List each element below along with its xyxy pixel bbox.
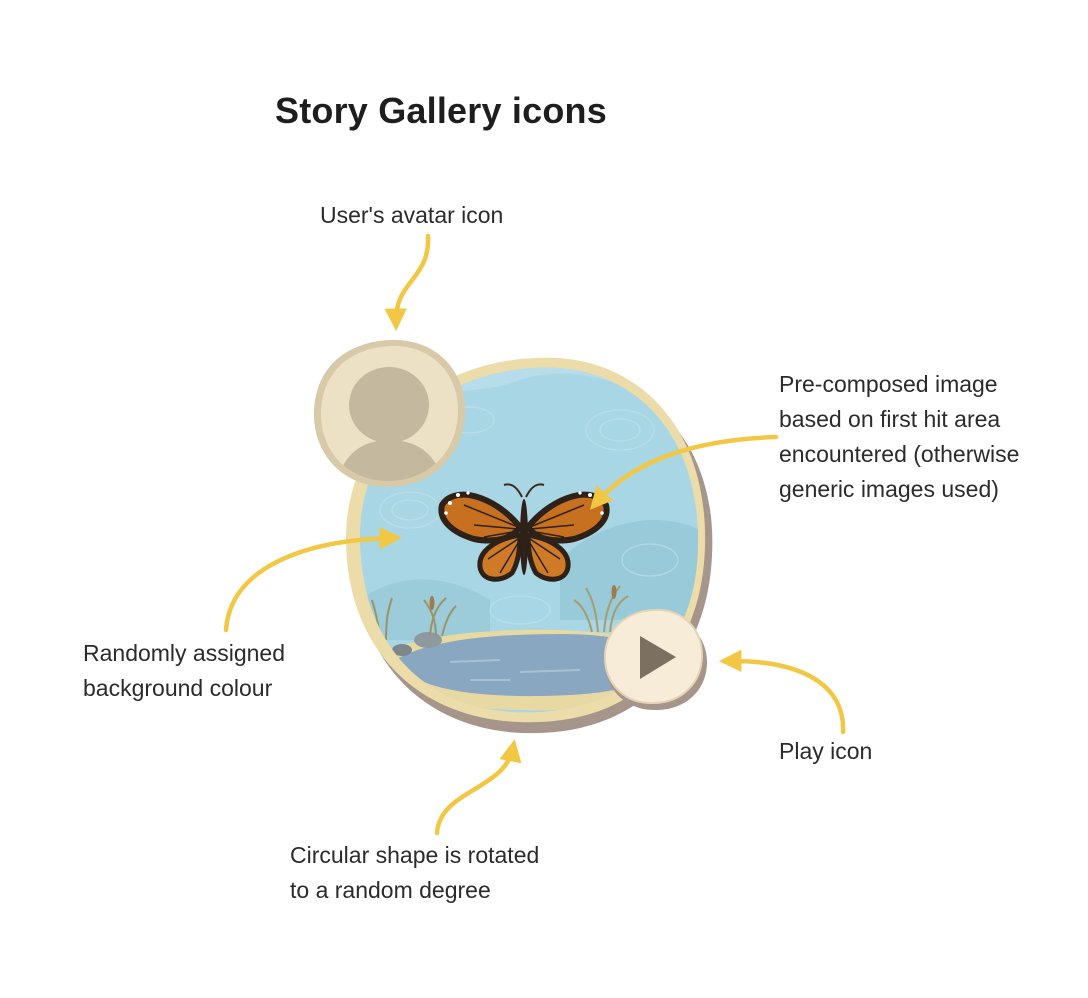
annotation-background-line: background colour xyxy=(83,675,273,701)
reed-head xyxy=(429,596,435,610)
play-icon[interactable] xyxy=(603,608,707,711)
rock xyxy=(414,632,442,648)
annotation-arrows xyxy=(223,233,846,836)
reed-head xyxy=(611,585,617,599)
rock xyxy=(392,644,412,656)
arrow-image xyxy=(590,434,779,510)
pond-ripple xyxy=(449,659,581,681)
arrow-avatar xyxy=(384,233,431,331)
page-title: Story Gallery icons xyxy=(275,90,607,131)
annotation-shape-line: Circular shape is rotated xyxy=(290,842,540,868)
annotation-shape-line: to a random degree xyxy=(290,877,491,903)
annotation-play: Play icon xyxy=(779,734,872,769)
annotation-avatar-line: User's avatar icon xyxy=(320,202,504,228)
annotation-background-line: Randomly assigned xyxy=(83,640,286,666)
annotation-image-line: generic images used) xyxy=(779,476,999,502)
annotation-shape: Circular shape is rotated to a random de… xyxy=(290,838,539,908)
annotation-avatar: User's avatar icon xyxy=(320,198,503,233)
annotation-play-line: Play icon xyxy=(779,738,873,764)
annotation-precomposed-image: Pre-composed image based on first hit ar… xyxy=(779,367,1019,507)
pond xyxy=(395,634,660,697)
annotation-image-line: encountered (otherwise xyxy=(779,441,1020,467)
reeds-right xyxy=(573,585,629,633)
sky-hill xyxy=(360,579,490,640)
arrow-shape xyxy=(434,739,522,836)
arrow-play xyxy=(719,649,846,735)
avatar-icon[interactable] xyxy=(313,339,466,490)
annotation-image-line: Pre-composed image xyxy=(779,371,998,397)
annotation-background: Randomly assigned background colour xyxy=(83,636,285,706)
annotation-image-line: based on first hit area xyxy=(779,406,1001,432)
butterfly-icon xyxy=(438,483,610,582)
arrow-background xyxy=(223,527,402,633)
sky-hill xyxy=(560,520,699,620)
